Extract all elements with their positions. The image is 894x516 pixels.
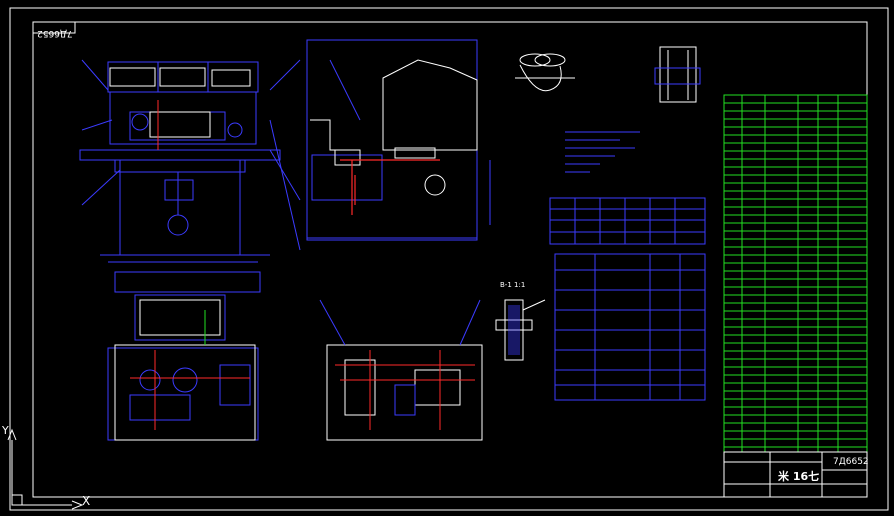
section-label: B-1 1:1 bbox=[500, 281, 526, 289]
drawing-title: 米 16七 bbox=[778, 470, 820, 483]
title-block bbox=[723, 451, 868, 498]
section-b-accent bbox=[508, 305, 520, 355]
parts-list-table bbox=[723, 94, 868, 453]
trolley-plan-red bbox=[335, 350, 475, 430]
detail-view-b bbox=[654, 46, 701, 103]
center-table-1 bbox=[549, 197, 706, 245]
ucs-axis-icon bbox=[7, 428, 84, 510]
drawing-code-bottom: 7Д6652 bbox=[833, 457, 869, 467]
drawing-frame bbox=[9, 7, 889, 511]
front-elevation-accents bbox=[109, 67, 251, 138]
notes-block bbox=[565, 131, 640, 173]
side-elevation-red bbox=[340, 159, 440, 215]
plan-view-red bbox=[130, 350, 250, 430]
axis-x-label: X bbox=[82, 494, 91, 508]
detail-view-a bbox=[515, 53, 575, 92]
axis-y-label: Y bbox=[2, 424, 9, 437]
drawing-code-top: 7Д6652 bbox=[37, 28, 73, 38]
front-elevation-view bbox=[79, 59, 301, 263]
parts-list-rows bbox=[724, 102, 867, 448]
title-strip bbox=[32, 21, 76, 34]
trolley-plan-view bbox=[326, 344, 483, 441]
section-b-view bbox=[495, 299, 546, 361]
plan-view bbox=[107, 271, 261, 441]
side-elevation-hopper bbox=[310, 59, 478, 196]
trolley-plan-blue bbox=[319, 299, 481, 416]
plan-view-white bbox=[114, 299, 256, 441]
center-table-2 bbox=[554, 253, 706, 401]
